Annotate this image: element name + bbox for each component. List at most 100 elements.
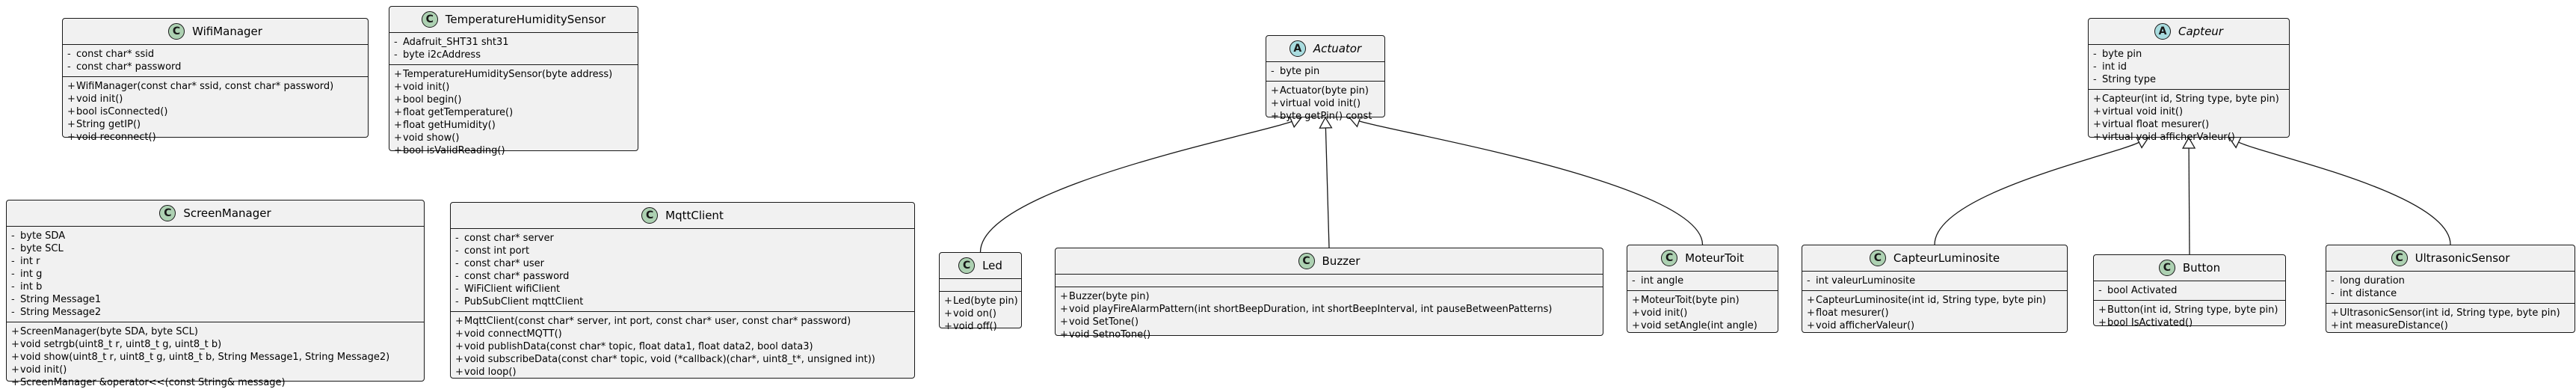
methods-section: +Capteur(int id, String type, byte pin)+… [2089, 90, 2289, 147]
method-text: virtual float mesurer() [2102, 119, 2210, 130]
attribute: -String type [2093, 73, 2284, 86]
method: +void setrgb(uint8_t r, uint8_t g, uint8… [11, 338, 419, 351]
methods-section: +Button(int id, String type, byte pin)+b… [2094, 301, 2285, 332]
methods-section: +Led(byte pin)+void on()+void off() [940, 292, 1021, 336]
attribute-text: byte pin [1280, 66, 1320, 77]
class-icon: C [641, 207, 659, 224]
private-visibility-icon: - [1632, 275, 1636, 287]
method-text: bool begin() [403, 94, 462, 105]
method-text: void afficherValeur() [1816, 320, 1915, 331]
public-visibility-icon: + [455, 316, 463, 327]
attribute: -WiFiClient wifiClient [455, 283, 910, 295]
attribute-text: int distance [2340, 288, 2397, 299]
method-text: Capteur(int id, String type, byte pin) [2102, 94, 2279, 105]
attribute-text: int angle [1641, 275, 1684, 287]
abstract-class-icon: A [1289, 40, 1306, 57]
private-visibility-icon: - [11, 243, 15, 254]
class-name: TemperatureHumiditySensor [445, 13, 606, 26]
public-visibility-icon: + [455, 367, 463, 378]
public-visibility-icon: + [944, 308, 952, 319]
method-text: Buzzer(byte pin) [1069, 291, 1150, 302]
attribute: -int valeurLuminosite [1807, 275, 2062, 287]
attribute-text: Adafruit_SHT31 sht31 [403, 37, 509, 48]
method: +void show(uint8_t r, uint8_t g, uint8_t… [11, 351, 419, 364]
class-name: WifiManager [192, 25, 262, 38]
class-name: MoteurToit [1685, 251, 1744, 265]
method: +virtual void init() [2093, 105, 2284, 118]
public-visibility-icon: + [67, 132, 76, 143]
method: +void loop() [455, 366, 910, 379]
method: +void publishData(const char* topic, flo… [455, 340, 910, 353]
method: +bool begin() [394, 94, 633, 106]
inheritance-line-led-actuator [979, 120, 1292, 253]
attribute-text: String type [2102, 74, 2156, 85]
public-visibility-icon: + [1632, 295, 1640, 306]
private-visibility-icon: - [11, 307, 15, 318]
class-icon: C [168, 23, 185, 40]
methods-section: +UltrasonicSensor(int id, String type, b… [2326, 304, 2575, 335]
method-text: Led(byte pin) [953, 295, 1018, 307]
public-visibility-icon: + [11, 326, 19, 337]
attribute: -int id [2093, 61, 2284, 73]
attributes-section: -int valeurLuminosite [1802, 272, 2067, 291]
method-text: int measureDistance() [2340, 320, 2448, 331]
class-icon: C [159, 205, 176, 221]
public-visibility-icon: + [1632, 320, 1640, 331]
public-visibility-icon: + [1807, 295, 1815, 306]
class-header: A Capteur [2089, 19, 2289, 45]
inheritance-line-lum-capteur [1934, 141, 2139, 245]
class-icon: C [2158, 260, 2175, 276]
method-text: void SetnoTone() [1069, 329, 1151, 340]
attribute-text: long duration [2340, 275, 2405, 287]
attribute: -int r [11, 255, 419, 268]
method: +virtual void afficherValeur() [2093, 131, 2284, 144]
method: +float getHumidity() [394, 119, 633, 132]
class-header: C WifiManager [63, 19, 368, 45]
public-visibility-icon: + [2093, 119, 2101, 130]
attribute: -bool Activated [2098, 284, 2281, 297]
method: +void reconnect() [67, 131, 363, 144]
public-visibility-icon: + [2098, 304, 2107, 316]
public-visibility-icon: + [944, 295, 952, 307]
method-text: void off() [953, 321, 997, 332]
class-name: Buzzer [1322, 254, 1361, 268]
method-text: bool isValidReading() [403, 145, 505, 156]
method: +ScreenManager(byte SDA, byte SCL) [11, 325, 419, 338]
method: +void setAngle(int angle) [1632, 319, 1773, 332]
class-name: Capteur [2178, 25, 2223, 38]
method-text: void reconnect() [76, 132, 156, 143]
public-visibility-icon: + [1632, 307, 1640, 319]
class-icon: C [2391, 250, 2408, 266]
attribute: -long duration [2331, 275, 2570, 287]
public-visibility-icon: + [394, 132, 402, 144]
public-visibility-icon: + [394, 107, 402, 118]
class-icon: C [1661, 250, 1678, 266]
class-header: A Actuator [1266, 36, 1384, 62]
method: +virtual void init() [1271, 97, 1380, 110]
public-visibility-icon: + [11, 377, 19, 388]
method: +void init() [67, 93, 363, 105]
attributes-section: -Adafruit_SHT31 sht31-byte i2cAddress [389, 33, 638, 65]
attribute: -int b [11, 281, 419, 293]
private-visibility-icon: - [394, 49, 398, 61]
class-name: Actuator [1313, 42, 1362, 55]
abstract-class-icon: A [2154, 23, 2171, 40]
public-visibility-icon: + [1271, 98, 1279, 109]
method-text: MqttClient(const char* server, int port,… [464, 316, 851, 327]
public-visibility-icon: + [67, 81, 76, 92]
private-visibility-icon: - [2331, 275, 2335, 287]
public-visibility-icon: + [394, 145, 402, 156]
public-visibility-icon: + [2098, 317, 2107, 328]
method-text: void init() [1641, 307, 1688, 319]
public-visibility-icon: + [1271, 111, 1279, 122]
